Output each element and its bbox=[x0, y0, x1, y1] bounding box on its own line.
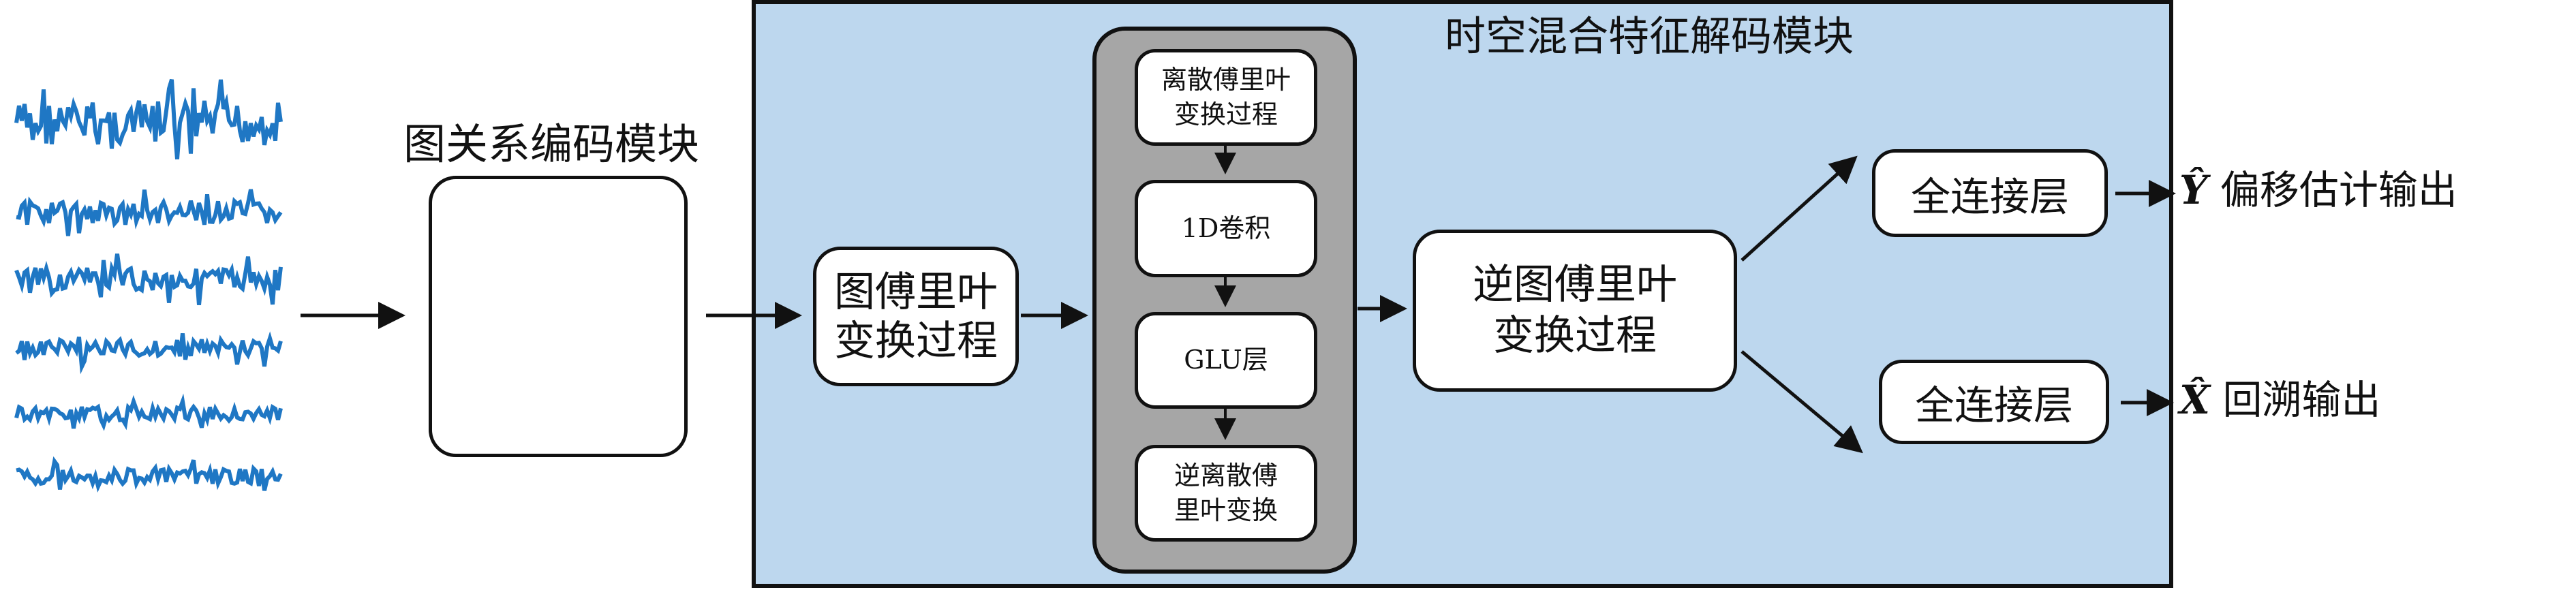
igft-box: 逆图傅里叶变换过程 bbox=[1413, 230, 1737, 392]
step-1d-conv-label: 1D卷积 bbox=[1181, 213, 1271, 243]
waveform-6 bbox=[16, 456, 283, 493]
waveform-1 bbox=[14, 78, 283, 159]
step-idft-label-1: 逆离散傅 bbox=[1174, 460, 1278, 490]
waveform-3 bbox=[14, 253, 283, 306]
output-offset-label: 偏移估计输出 bbox=[2220, 167, 2457, 213]
output-offset-symbol: Ŷ bbox=[2179, 167, 2208, 213]
step-1d-conv: 1D卷积 bbox=[1135, 180, 1317, 277]
fc-top-box: 全连接层 bbox=[1872, 149, 2108, 237]
step-dft-label-1: 离散傅里叶 bbox=[1161, 64, 1291, 95]
igft-label-1: 逆图傅里叶 bbox=[1473, 261, 1677, 309]
gft-box: 图傅里叶变换过程 bbox=[813, 247, 1019, 386]
step-glu: GLU层 bbox=[1135, 312, 1317, 409]
fc-top-label: 全连接层 bbox=[1910, 173, 2069, 220]
gft-label-2: 变换过程 bbox=[834, 317, 998, 365]
output-backcast: X̂ 回溯输出 bbox=[2179, 377, 2380, 424]
output-backcast-symbol: X̂ bbox=[2179, 377, 2211, 423]
step-idft-label-2: 里叶变换 bbox=[1174, 495, 1278, 525]
input-time-series bbox=[14, 78, 283, 493]
waveform-5 bbox=[14, 393, 283, 431]
graph-module-title: 图关系编码模块 bbox=[403, 119, 699, 169]
output-offset: Ŷ 偏移估计输出 bbox=[2179, 167, 2457, 215]
fc-bottom-label: 全连接层 bbox=[1914, 382, 2073, 429]
igft-label-2: 变换过程 bbox=[1493, 312, 1657, 360]
arrow-igft-to-fc-top bbox=[1741, 155, 1858, 262]
graph-encoder-box bbox=[429, 176, 688, 457]
step-dft: 离散傅里叶变换过程 bbox=[1135, 49, 1317, 146]
gft-label-1: 图傅里叶 bbox=[834, 268, 998, 316]
step-glu-label: GLU层 bbox=[1184, 345, 1268, 375]
fc-bottom-box: 全连接层 bbox=[1879, 360, 2109, 444]
arrow-igft-to-fc-bottom bbox=[1741, 350, 1863, 454]
step-dft-label-2: 变换过程 bbox=[1174, 99, 1278, 129]
waveform-4 bbox=[15, 331, 283, 375]
step-idft: 逆离散傅里叶变换 bbox=[1135, 445, 1317, 542]
output-backcast-label: 回溯输出 bbox=[2222, 377, 2381, 423]
decoder-module-title: 时空混合特征解码模块 bbox=[1445, 13, 1854, 61]
waveform-2 bbox=[16, 189, 283, 236]
